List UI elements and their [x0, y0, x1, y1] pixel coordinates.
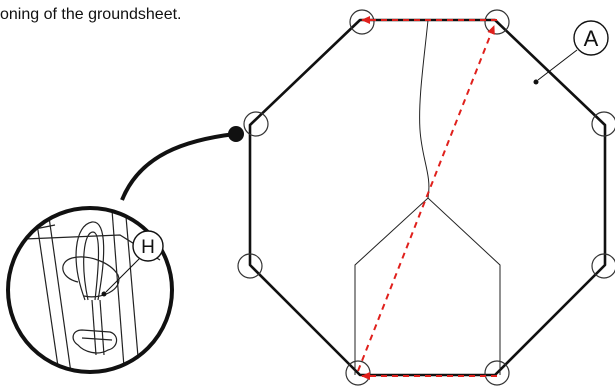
inner-floor-outline [354, 197, 501, 375]
attach-point-dot [228, 126, 244, 142]
stake-ring [349, 9, 375, 35]
zoom-connector [120, 132, 236, 201]
stake-rings [237, 9, 615, 386]
stake-ring [484, 9, 510, 35]
stake-ring [484, 360, 510, 386]
stake-ring [591, 111, 615, 137]
positioning-arrows [357, 16, 497, 380]
groundsheet-outline [248, 18, 607, 377]
stake-ring [591, 253, 615, 279]
stake-ring [237, 253, 263, 279]
stake-ring [243, 111, 269, 137]
inner-seam-line [419, 19, 430, 199]
stake-ring [345, 360, 371, 386]
label-h: H [141, 237, 155, 258]
instruction-caption: oning of the groundsheet. [0, 6, 182, 23]
hook-detail-zoom: H [6, 206, 174, 374]
arrow-diagonal [357, 25, 495, 372]
label-a: A [584, 26, 599, 51]
label-a-callout: A [533, 20, 609, 85]
